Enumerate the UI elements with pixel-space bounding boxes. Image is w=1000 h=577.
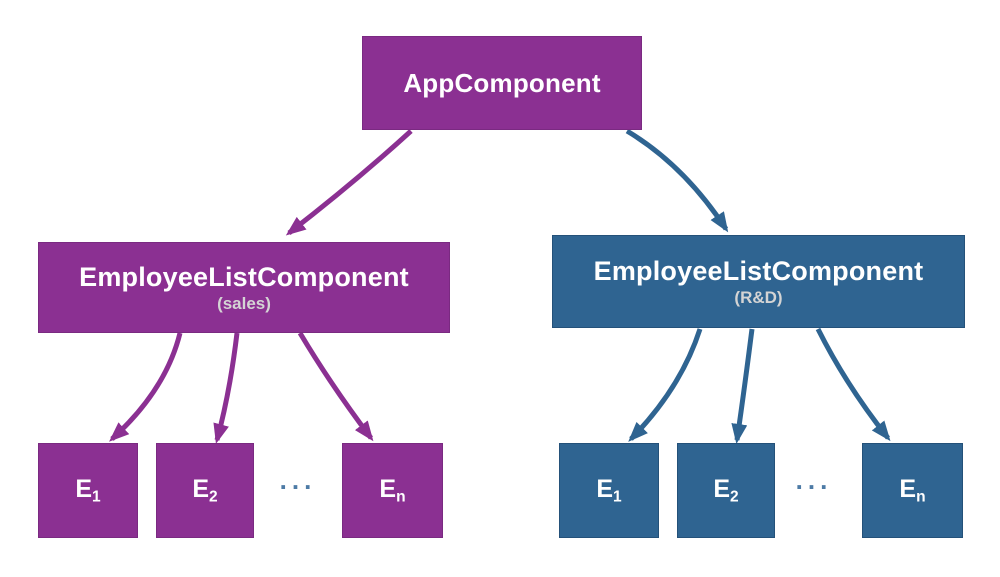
employee-label-base: E	[75, 474, 93, 503]
employee-label: E2	[713, 475, 738, 506]
employee-list-rnd-node: EmployeeListComponent (R&D)	[552, 235, 965, 328]
app-component-node: AppComponent	[362, 36, 642, 130]
employee-node-sales-1: E1	[38, 443, 138, 538]
employee-node-sales-2: E2	[156, 443, 254, 538]
employee-label-base: E	[899, 474, 917, 503]
employee-label-sub: 1	[92, 488, 101, 506]
employee-list-sales-subtitle: (sales)	[217, 293, 271, 313]
employee-label-base: E	[379, 474, 397, 503]
employee-node-sales-n: En	[342, 443, 443, 538]
employee-node-rnd-2: E2	[677, 443, 775, 538]
employee-node-rnd-n: En	[862, 443, 963, 538]
employee-list-rnd-subtitle: (R&D)	[734, 287, 783, 307]
employee-label-sub: n	[916, 488, 926, 506]
employee-list-sales-node: EmployeeListComponent (sales)	[38, 242, 450, 333]
ellipsis-rnd: ...	[795, 464, 833, 495]
employee-label: E2	[192, 475, 217, 506]
employee-label-base: E	[192, 474, 210, 503]
ellipsis-sales: ...	[279, 464, 317, 495]
arrow-app-to-sales	[285, 129, 413, 236]
employee-node-rnd-1: E1	[559, 443, 659, 538]
arrow-sales-to-e2	[213, 332, 240, 444]
employee-label-base: E	[713, 474, 731, 503]
arrow-sales-to-e1	[109, 332, 183, 442]
arrow-rnd-to-en	[815, 327, 891, 442]
employee-label-base: E	[596, 474, 614, 503]
app-component-label: AppComponent	[403, 67, 601, 98]
employee-list-sales-title: EmployeeListComponent	[79, 261, 409, 292]
arrow-app-to-rnd	[625, 128, 729, 233]
employee-label: E1	[596, 475, 621, 506]
employee-list-rnd-title: EmployeeListComponent	[593, 255, 924, 286]
employee-label-sub: n	[396, 488, 406, 506]
employee-label: En	[899, 475, 925, 506]
employee-label-sub: 2	[209, 488, 218, 506]
employee-label: En	[379, 475, 405, 506]
arrow-sales-to-en	[297, 331, 374, 442]
arrow-rnd-to-e2	[731, 328, 755, 444]
arrow-rnd-to-e1	[628, 328, 703, 442]
employee-label: E1	[75, 475, 100, 506]
employee-label-sub: 2	[730, 488, 739, 506]
employee-label-sub: 1	[613, 488, 622, 506]
